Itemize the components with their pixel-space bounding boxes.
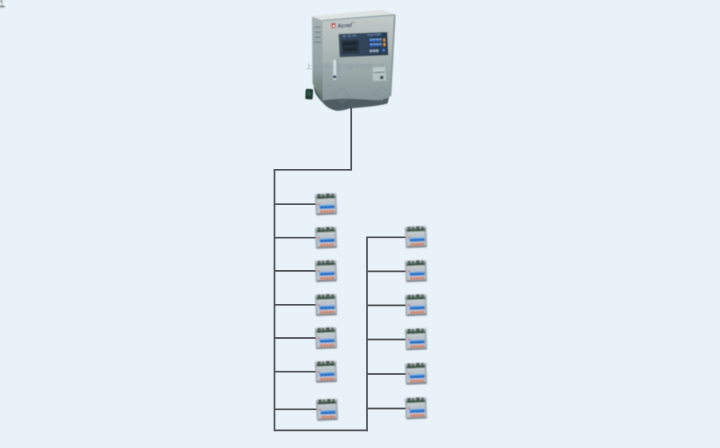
svg-text:上海安科瑞电气股份有限公司: 上海安科瑞电气股份有限公司 — [306, 63, 384, 71]
svg-text:Acrel: Acrel — [336, 23, 352, 30]
svg-text:Acrel-6000: Acrel-6000 — [367, 32, 382, 37]
svg-text:TM: TM — [352, 22, 355, 24]
